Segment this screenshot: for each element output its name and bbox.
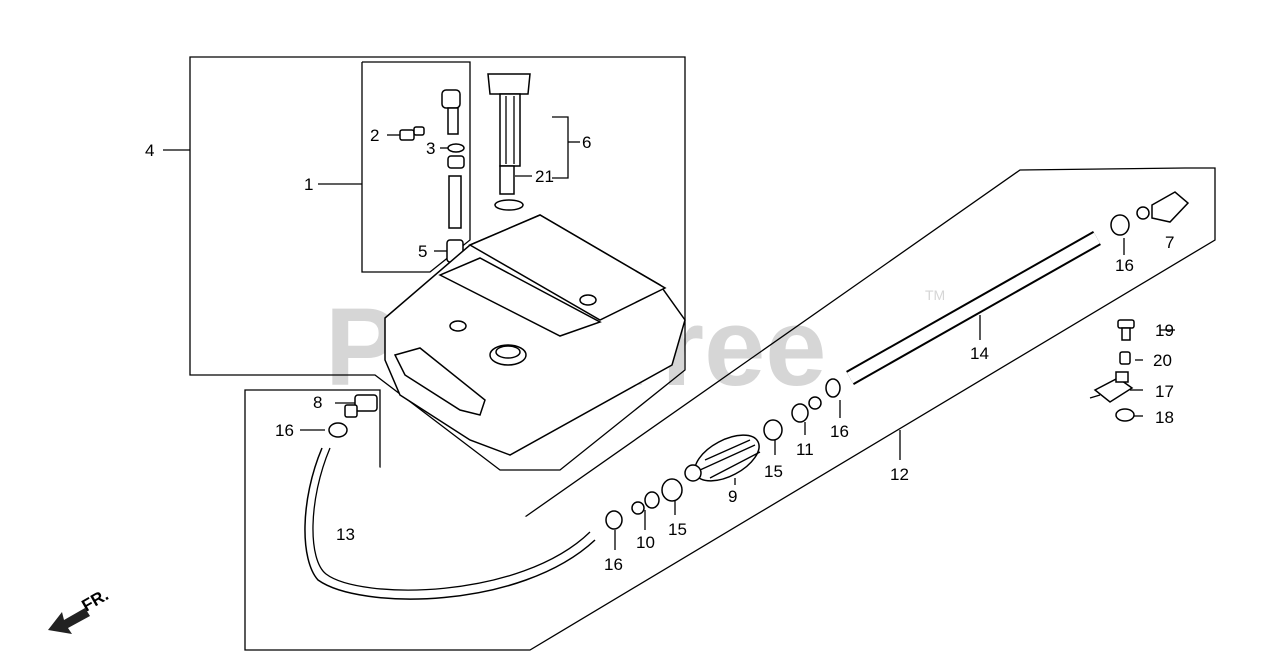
- part-13-hose: [304, 447, 596, 600]
- callout-12: 12: [890, 465, 909, 484]
- part-3-o-ring: [447, 143, 465, 153]
- callout-15-upper: 15: [764, 462, 783, 481]
- part-2-vent-screw: [399, 126, 425, 141]
- part-9-primer-bulb: [684, 434, 761, 482]
- fuel-line-assembly-box: [244, 167, 1216, 651]
- callout-10: 10: [636, 533, 655, 552]
- callout-13: 13: [336, 525, 355, 544]
- part-15-clamp-lower: [661, 478, 683, 502]
- fuel-tank: [384, 214, 686, 456]
- callout-21: 21: [535, 167, 554, 186]
- part-8-tank-outlet: [344, 394, 378, 418]
- callout-5: 5: [418, 242, 427, 261]
- callout-20: 20: [1153, 351, 1172, 370]
- part-16-clamp-lower: [605, 510, 623, 530]
- part-7-connector: [1136, 191, 1190, 223]
- callout-11: 11: [796, 440, 814, 459]
- part-10-fitting: [631, 491, 660, 515]
- part-18-washer: [1115, 408, 1135, 422]
- part-14-hose: [846, 231, 1101, 385]
- vent-fitting: [441, 89, 461, 135]
- part-6-fuel-gauge: [487, 73, 531, 195]
- callout-14: 14: [970, 344, 989, 363]
- callout-7: 7: [1165, 233, 1174, 252]
- callout-16-upper-right: 16: [1115, 256, 1134, 275]
- callout-3: 3: [426, 139, 435, 158]
- collar: [447, 155, 465, 169]
- callout-2: 2: [370, 126, 379, 145]
- callout-9: 9: [728, 487, 737, 506]
- callout-15-lower: 15: [668, 520, 687, 539]
- tank-assembly-box: [189, 56, 686, 471]
- callout-labels: 1 2 3 4 5 6 21 7 16 19 20 17 18 14 16 11…: [145, 126, 1174, 574]
- callout-18: 18: [1155, 408, 1174, 427]
- callout-6: 6: [582, 133, 591, 152]
- part-16-clamp-upper-right: [1110, 214, 1130, 236]
- part-17-fuel-valve: [1089, 371, 1134, 403]
- callout-4: 4: [145, 141, 154, 160]
- watermark-trademark: TM: [925, 287, 945, 303]
- vent-tube: [448, 175, 462, 229]
- callout-16-lower: 16: [604, 555, 623, 574]
- part-15-clamp-upper: [763, 419, 783, 441]
- part-11-fitting: [791, 396, 822, 423]
- callout-1: 1: [304, 175, 313, 194]
- part-20-spacer: [1119, 351, 1131, 365]
- callout-8: 8: [313, 393, 322, 412]
- part-21-washer: [494, 199, 524, 211]
- callout-17: 17: [1155, 382, 1174, 401]
- part-16-clamp-mid: [825, 378, 841, 398]
- callout-19: 19: [1155, 321, 1174, 340]
- part-19-screw: [1117, 319, 1135, 341]
- front-direction-arrow-icon: [48, 608, 90, 634]
- callout-16-mid: 16: [830, 422, 849, 441]
- callout-16-left: 16: [275, 421, 294, 440]
- part-16-clamp-left: [328, 422, 348, 438]
